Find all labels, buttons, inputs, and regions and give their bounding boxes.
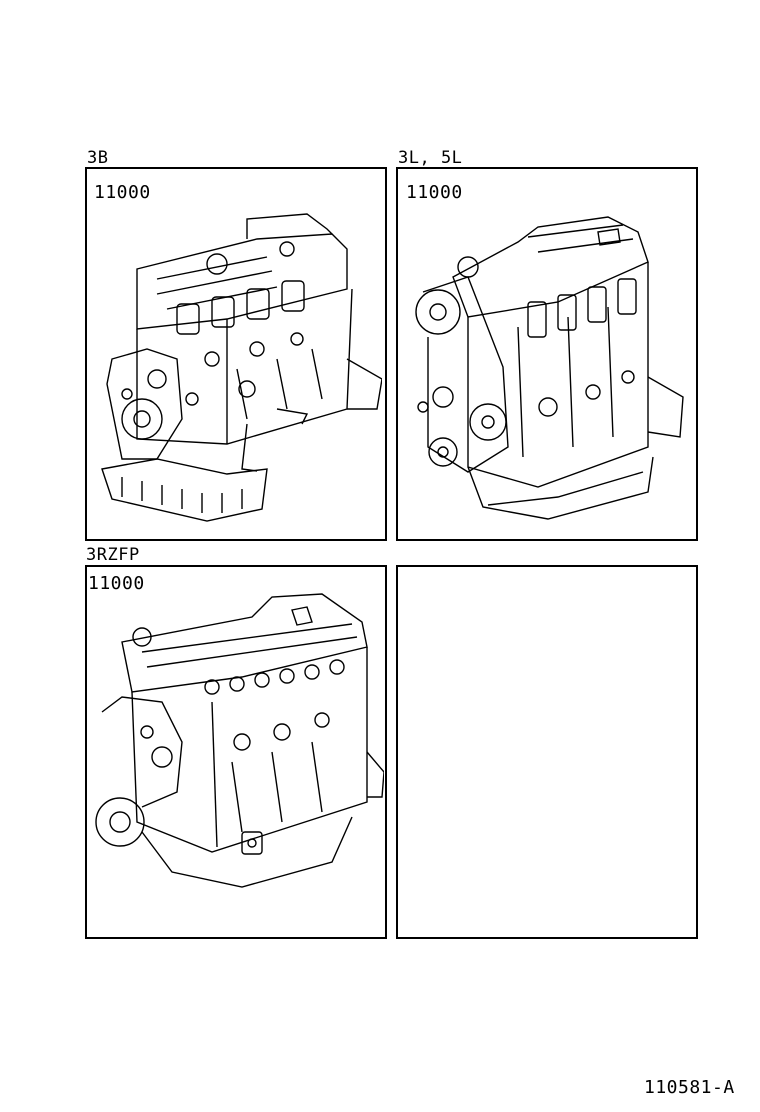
engine-3b-illustration <box>97 209 382 524</box>
panel-3l-5l[interactable]: 11000 <box>396 167 698 541</box>
engine-label-3b: 3B <box>87 148 109 168</box>
engine-label-3rzfp: 3RZFP <box>86 545 140 565</box>
diagram-id: 110581-A <box>644 1077 735 1098</box>
panel-empty[interactable] <box>396 565 698 939</box>
panel-3b[interactable]: 11000 <box>85 167 387 541</box>
engine-3l-5l-illustration <box>408 207 693 527</box>
engine-3rzfp-illustration <box>92 592 384 892</box>
engine-label-3l-5l: 3L, 5L <box>398 148 463 168</box>
panel-3rzfp[interactable]: 11000 <box>85 565 387 939</box>
part-code: 11000 <box>88 573 145 594</box>
part-code: 11000 <box>406 182 463 203</box>
part-code: 11000 <box>94 182 151 203</box>
